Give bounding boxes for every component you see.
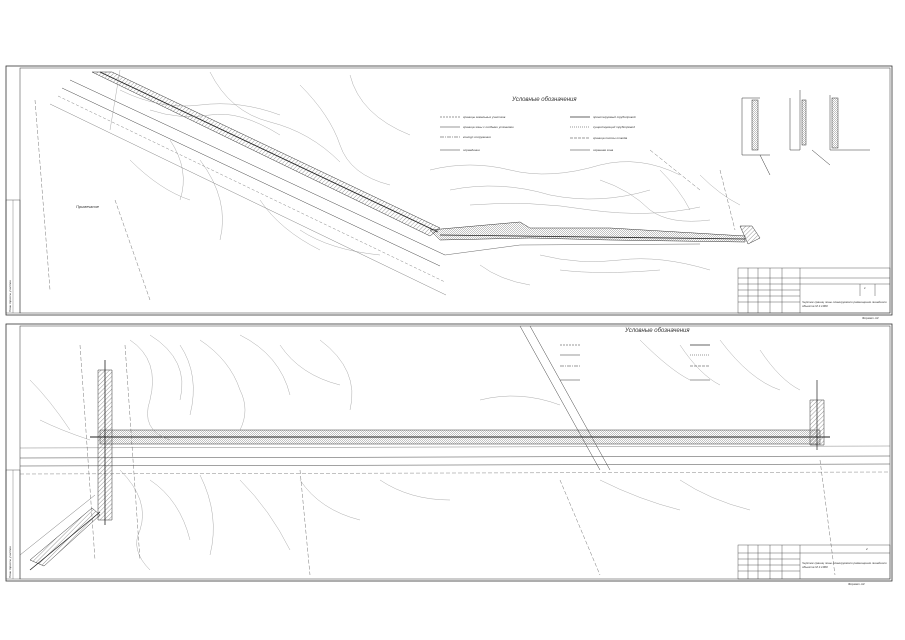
sheet-1-format: Формат А3 [862, 316, 879, 320]
sheet-1 [5, 65, 893, 316]
sheet-1-title-block [737, 267, 891, 314]
sheet-1-pipeline-corridor [49, 71, 761, 296]
sheet-2-legend-title: Условные обозначения [625, 328, 690, 334]
sheet-1-stamp-sheet: 1 [864, 286, 866, 290]
sheet-2-stamp-title: Чертеж границ зоны планируемого размещен… [802, 561, 887, 569]
sheet-1-legend-item: граница зоны с особыми условиями [463, 125, 514, 129]
sheet-1-inner-frame [19, 67, 891, 314]
sheet-1-legend-item: проектируемый трубопровод [593, 115, 636, 119]
sheet-2-format: Формат А3 [848, 582, 865, 586]
sheet-2-side-label: План трассы участка [8, 546, 12, 578]
sheet-1-detail-scheme [741, 90, 870, 176]
sheet-1-legend-item: ограждение [463, 148, 480, 152]
sheet-1-notes-title: Примечание [76, 204, 100, 209]
sheet-1-side-label: План трассы участка [8, 280, 12, 312]
sheet-1-legend-item: существующий трубопровод [593, 125, 635, 129]
sheet-2-inner-frame [19, 325, 891, 580]
sheet-1-legend-item: охранная зона [593, 148, 614, 152]
sheet-1-legend-item: границы земельных участков [463, 115, 506, 119]
sheet-2-legend [560, 344, 710, 381]
sheet-1-terrain [109, 69, 741, 286]
sheet-1-frame [5, 65, 893, 316]
sheet-2-frame [5, 323, 893, 582]
sheet-1-legend [440, 116, 590, 151]
sheet-2-terrain [29, 334, 801, 571]
sheet-2-title-block [737, 544, 891, 580]
sheet-2-pipeline-corridor [19, 325, 891, 571]
sheet-1-stamp-title: Чертеж границ зоны планируемого размещен… [802, 300, 887, 308]
sheet-1-legend-item: граница полосы отвода [593, 136, 628, 140]
sheet-2 [5, 323, 893, 582]
sheet-2-stamp-sheet: 2 [866, 547, 868, 551]
sheet-1-legend-item: контур сооружения [463, 135, 491, 139]
sheet-1-legend-title: Условные обозначения [512, 97, 577, 103]
